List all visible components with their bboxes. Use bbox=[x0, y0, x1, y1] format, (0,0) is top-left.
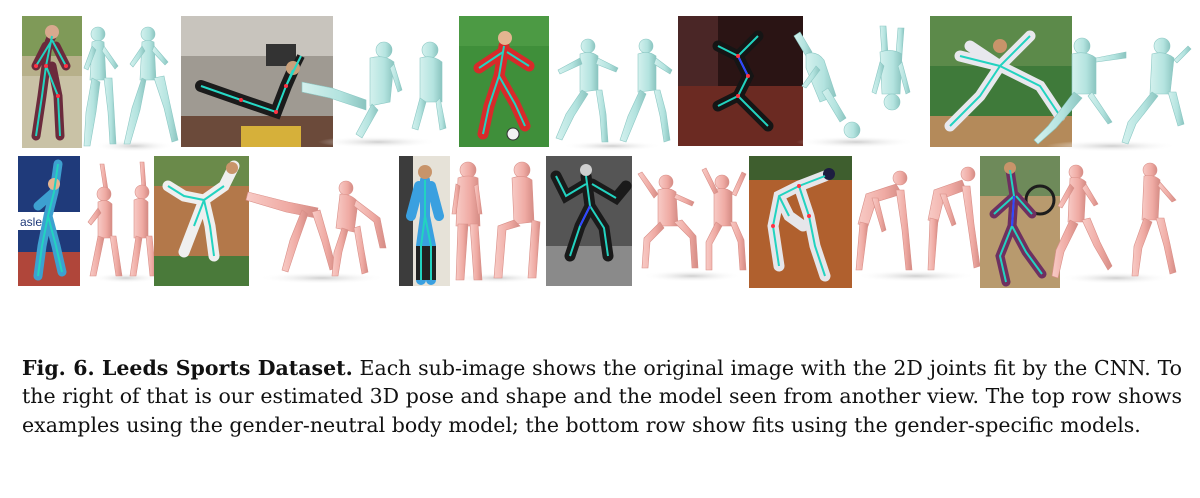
photo-tennis: asle bbox=[18, 156, 80, 286]
model-specific-pitcher-front bbox=[245, 180, 387, 284]
photo-beach-volleyball bbox=[980, 156, 1060, 288]
model-neutral-runner-front bbox=[83, 26, 179, 152]
model-specific-fielder-front bbox=[855, 166, 981, 282]
figure-bottom-row: asle bbox=[0, 156, 1200, 290]
model-specific-tennis-front bbox=[87, 161, 160, 283]
model-neutral-soccer-front bbox=[555, 38, 673, 151]
photo-seated-person bbox=[399, 156, 450, 286]
photo-breakdance bbox=[678, 16, 803, 146]
photo-crouching-bw bbox=[546, 156, 632, 286]
photo-gymnast bbox=[181, 16, 333, 147]
photo-tennis-banner-text: asle bbox=[20, 215, 42, 229]
figure-top-row bbox=[0, 16, 1200, 154]
model-neutral-gymnast-front bbox=[301, 41, 447, 148]
photo-fielder bbox=[749, 156, 852, 288]
photo-pitcher bbox=[154, 156, 249, 286]
photo-runner bbox=[22, 16, 82, 148]
model-neutral-breakdance-front bbox=[793, 25, 916, 148]
figure-label: Fig. 6. Leeds Sports Dataset. bbox=[22, 355, 353, 380]
model-neutral-pitch-front bbox=[1033, 37, 1192, 152]
figure-caption: Fig. 6. Leeds Sports Dataset. Each sub-i… bbox=[22, 354, 1182, 440]
model-specific-crouching-front bbox=[637, 167, 747, 282]
model-specific-volleyball-front bbox=[1051, 162, 1177, 284]
figure-caption-text: Each sub-image shows the original image … bbox=[22, 355, 1182, 437]
photo-soccer bbox=[459, 16, 549, 147]
model-specific-seated-front bbox=[451, 161, 542, 283]
